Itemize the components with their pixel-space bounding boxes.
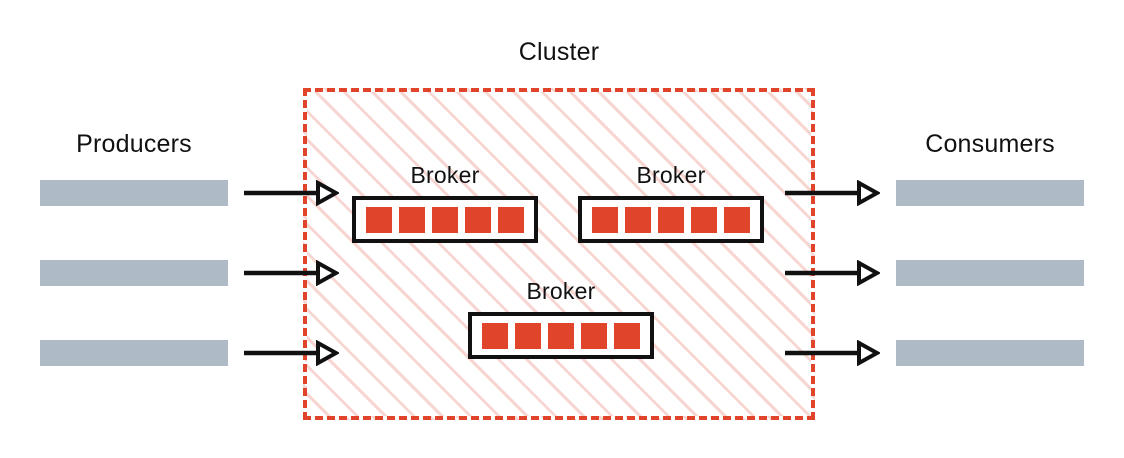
partition-cell [366,206,392,233]
producers-title: Producers [76,130,192,158]
partition-cell [724,206,750,233]
partition-cell [498,206,524,233]
arrow-producer-1 [244,180,339,206]
partition-cell [592,206,618,233]
partition-cell [691,206,717,233]
arrow-producer-3 [244,340,339,366]
arrow-consumer-1 [785,180,880,206]
consumer-bar-1[interactable] [896,180,1084,206]
consumer-bar-3[interactable] [896,340,1084,366]
arrow-consumer-2 [785,260,880,286]
broker-3[interactable] [468,312,654,359]
producer-bar-2[interactable] [40,260,228,286]
partition-cell [658,206,684,233]
partition-cell [482,322,508,349]
producer-bar-1[interactable] [40,180,228,206]
producer-bar-3[interactable] [40,340,228,366]
partition-cell [581,322,607,349]
partition-cell [548,322,574,349]
arrow-producer-2 [244,260,339,286]
partition-cell [432,206,458,233]
broker-1-title: Broker [410,162,480,188]
partition-cell [614,322,640,349]
partition-cell [465,206,491,233]
partition-cell [399,206,425,233]
cluster-boundary [303,88,815,420]
consumer-bar-2[interactable] [896,260,1084,286]
partition-cell [515,322,541,349]
broker-2-title: Broker [636,162,706,188]
broker-2[interactable] [578,196,764,243]
partition-cell [625,206,651,233]
consumers-title: Consumers [925,130,1055,158]
broker-3-title: Broker [526,278,596,304]
broker-1[interactable] [352,196,538,243]
cluster-title: Cluster [518,38,600,66]
arrow-consumer-3 [785,340,880,366]
